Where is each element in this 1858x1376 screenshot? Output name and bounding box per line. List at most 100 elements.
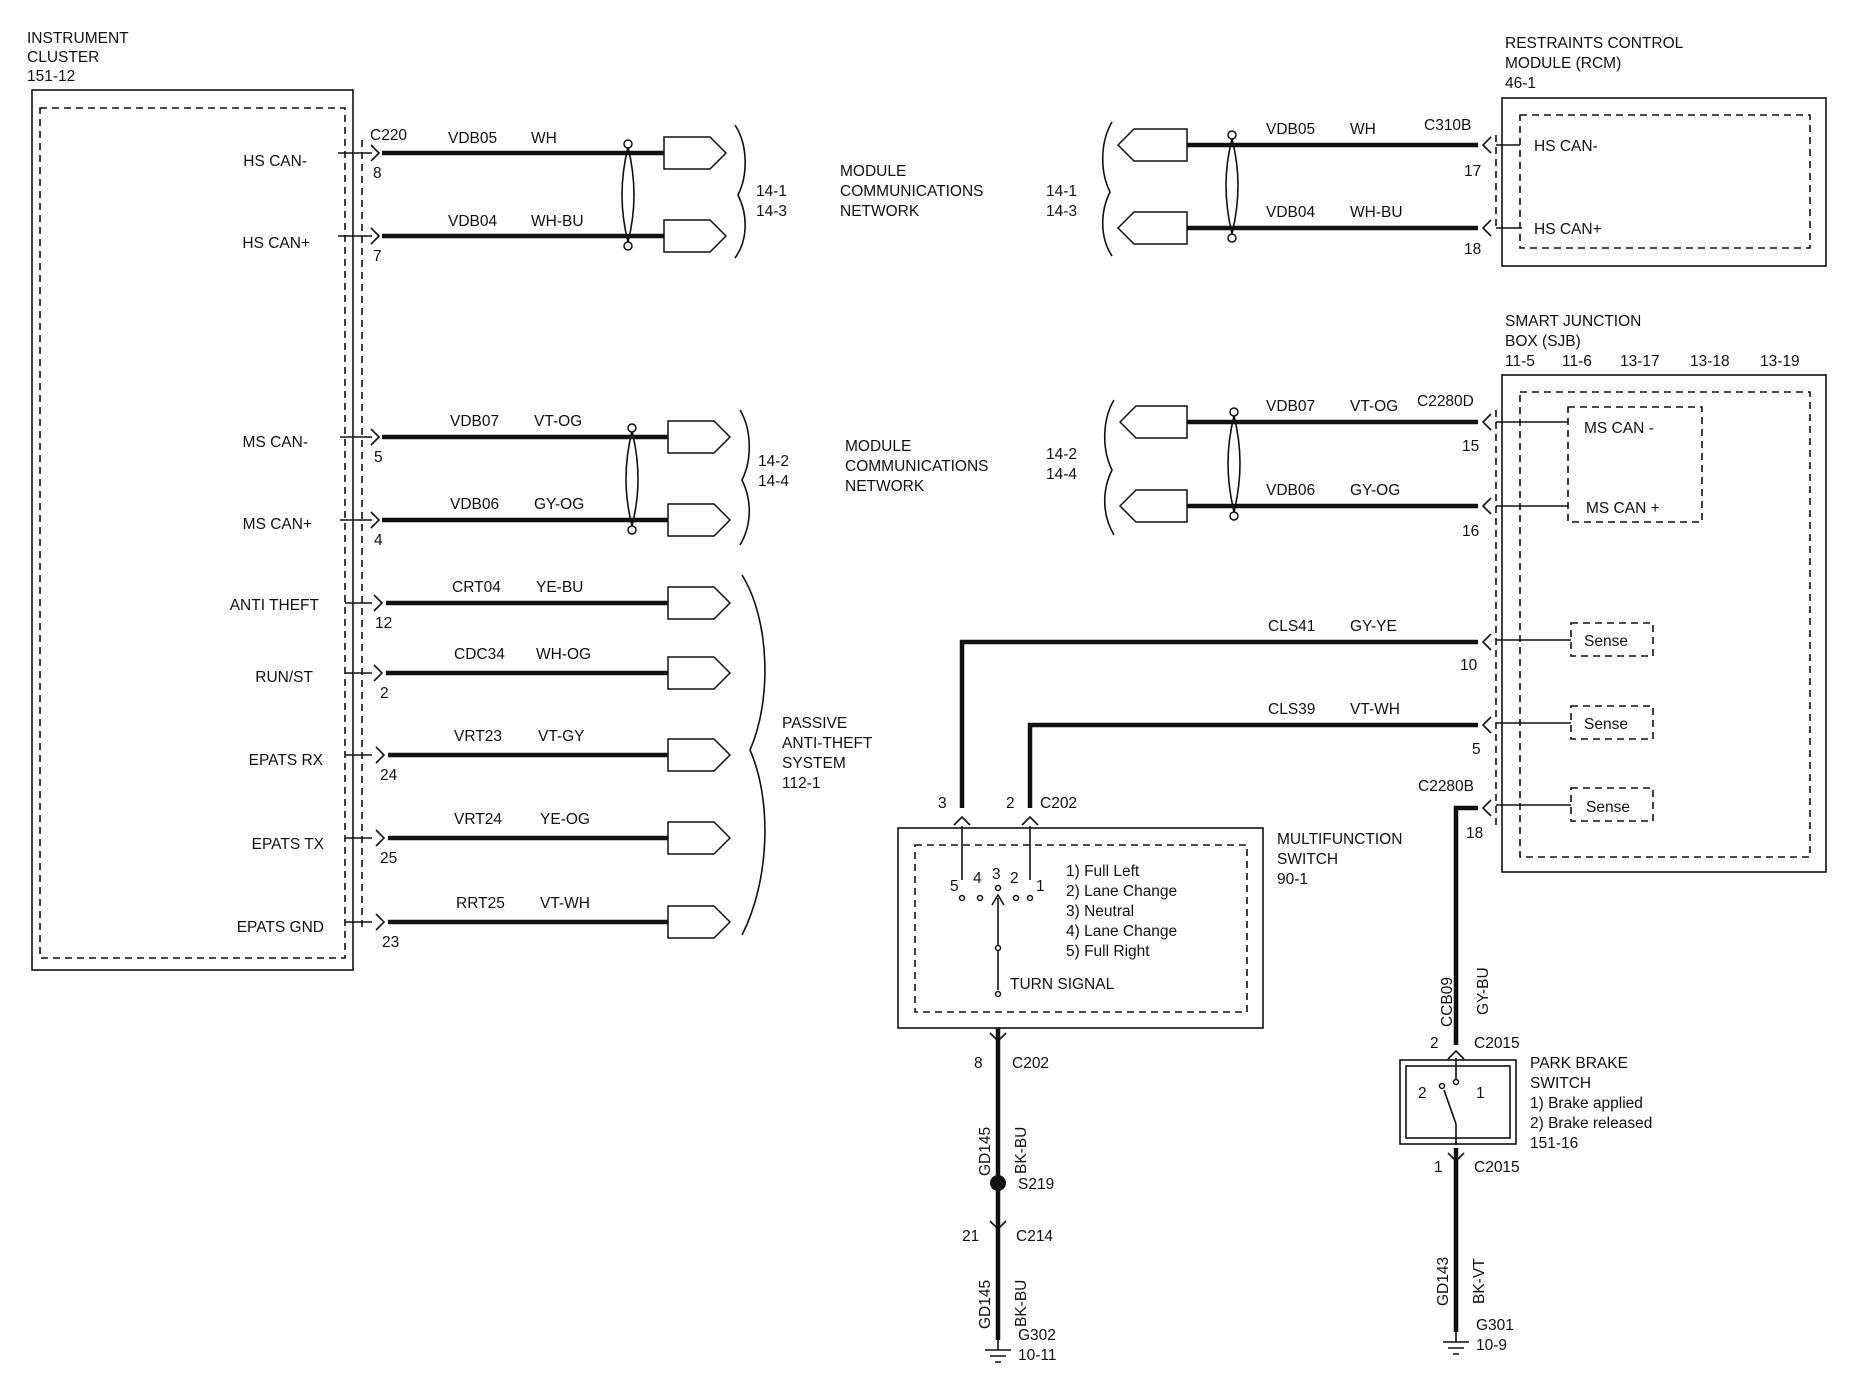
splice-s219 (990, 1175, 1006, 1191)
sense-box-2 (1570, 705, 1654, 740)
rcm-module: RESTRAINTS CONTROL MODULE (RCM) 46-1 HS … (1496, 35, 1827, 267)
ic-pin-23: 23 (382, 934, 399, 951)
color-wh-left: WH (531, 130, 557, 147)
ground-g302-icon (984, 1339, 1012, 1363)
pin-label-ms-can-plus: MS CAN+ (243, 516, 312, 533)
pb-title-2: SWITCH (1530, 1075, 1591, 1092)
turn-signal-label: TURN SIGNAL (1010, 976, 1115, 993)
pb-title-3: 1) Brake applied (1530, 1095, 1643, 1112)
pb-contact-2: 2 (1418, 1085, 1427, 1102)
rcm-title-2: MODULE (RCM) (1505, 55, 1621, 72)
sjb-title-2: BOX (SJB) (1505, 333, 1581, 350)
color-vt-og-right: VT-OG (1350, 398, 1398, 415)
c214-label: C214 (1016, 1228, 1053, 1245)
pb-bottom-pin: 1 (1434, 1159, 1443, 1176)
ms-network-label-2: COMMUNICATIONS (845, 458, 989, 475)
pin-label-ms-can-minus: MS CAN- (243, 434, 308, 451)
pb-inner-outline (1405, 1065, 1511, 1139)
circuit-vrt24: VRT24 (454, 811, 502, 828)
circuit-vrt23: VRT23 (454, 728, 502, 745)
sjb-ref-1: 11-5 (1505, 353, 1535, 370)
sjb-ref-3: 13-17 (1620, 353, 1660, 370)
mfs-bottom-pin: 8 (974, 1055, 983, 1072)
circuit-vdb07-right: VDB07 (1266, 398, 1315, 415)
contact-5: 5 (950, 878, 959, 895)
contact-4: 4 (973, 870, 982, 887)
rcm-outline (1501, 97, 1827, 267)
pin-label-hs-can-plus: HS CAN+ (242, 235, 310, 252)
cluster-title-1: INSTRUMENT (27, 30, 129, 47)
circuit-vdb05-left: VDB05 (448, 130, 497, 147)
color-gy-bu: GY-BU (1475, 967, 1492, 1015)
sense-label-1: Sense (1584, 633, 1628, 650)
sjb-ref-4: 13-18 (1690, 353, 1730, 370)
rcm-title-3: 46-1 (1505, 75, 1536, 92)
circuit-cdc34: CDC34 (454, 646, 505, 663)
c310b-label: C310B (1424, 117, 1471, 134)
mfs-title-2: SWITCH (1277, 851, 1338, 868)
circuit-gd145-lower: GD145 (977, 1280, 994, 1329)
circuit-crt04: CRT04 (452, 579, 501, 596)
sjb-inner-outline (1519, 391, 1811, 858)
rcm-inner-outline (1519, 114, 1811, 249)
sjb-ms-can-plus: MS CAN + (1586, 500, 1660, 517)
pb-bottom-connector: C2015 (1474, 1159, 1520, 1176)
rcm-pin-18: 18 (1464, 241, 1481, 258)
ic-pin-25: 25 (380, 850, 397, 867)
sjb-ref-5: 13-19 (1760, 353, 1800, 370)
color-vt-og-left: VT-OG (534, 413, 582, 430)
circuit-rrt25: RRT25 (456, 895, 505, 912)
sjb-pin-5: 5 (1472, 741, 1481, 758)
position-2: 2) Lane Change (1066, 883, 1177, 900)
rcm-pin-17: 17 (1464, 163, 1481, 180)
c2280b-label: C2280B (1418, 778, 1474, 795)
pb-contact-1: 1 (1476, 1085, 1485, 1102)
pin-label-epats-rx: EPATS RX (249, 752, 324, 769)
pats-label-2: ANTI-THEFT (782, 735, 873, 752)
ms-network-label-3: NETWORK (845, 478, 925, 495)
circuit-vdb06-left: VDB06 (450, 496, 499, 513)
mfs-title-1: MULTIFUNCTION (1277, 831, 1402, 848)
sjb-ms-can-minus: MS CAN - (1584, 420, 1654, 437)
network-labels: MODULE COMMUNICATIONS NETWORK MODULE COM… (782, 163, 989, 792)
mfs-inner-outline (914, 844, 1248, 1013)
hs-ref-left-2: 14-3 (756, 203, 787, 220)
circuit-cls39: CLS39 (1268, 701, 1315, 718)
ms-ref-right-2: 14-4 (1046, 466, 1077, 483)
ms-ref-right-1: 14-2 (1046, 446, 1077, 463)
rcm-pin-label-1: HS CAN- (1534, 138, 1598, 155)
hs-network-label-2: COMMUNICATIONS (840, 183, 984, 200)
instrument-cluster: INSTRUMENT CLUSTER 151-12 C220 HS CAN- H… (27, 30, 407, 971)
position-1: 1) Full Left (1066, 863, 1140, 880)
contact-1: 1 (1036, 878, 1045, 895)
pats-label-4: 112-1 (782, 775, 821, 792)
c2280d-label: C2280D (1417, 393, 1474, 410)
sjb-title-1: SMART JUNCTION (1505, 313, 1641, 330)
left-wire-labels: 8 7 5 4 12 2 24 25 23 VDB05 WH VDB04 WH-… (373, 130, 789, 951)
ms-network-label-1: MODULE (845, 438, 911, 455)
color-ye-bu: YE-BU (536, 579, 583, 596)
g301-label: G301 (1476, 1317, 1514, 1334)
color-wh-bu-right: WH-BU (1350, 204, 1403, 221)
sjb-ref-2: 11-6 (1562, 353, 1592, 370)
sjb-pin-16: 16 (1462, 523, 1479, 540)
ms-ref-left-2: 14-4 (758, 473, 789, 490)
rcm-title-1: RESTRAINTS CONTROL (1505, 35, 1684, 52)
color-bk-bu-upper: BK-BU (1013, 1127, 1030, 1174)
circuit-gd145-upper: GD145 (977, 1127, 994, 1176)
c220-label: C220 (370, 127, 407, 144)
circuit-vdb05-right: VDB05 (1266, 121, 1315, 138)
park-brake-switch: 2 C2015 2 1 PARK BRAKE SWITCH 1) Brake a… (1399, 1035, 1652, 1355)
ms-ref-left-1: 14-2 (758, 453, 789, 470)
right-hs-wires: VDB05 WH C310B 17 VDB04 WH-BU 18 14-1 14… (1046, 117, 1497, 258)
color-gy-og-right: GY-OG (1350, 482, 1400, 499)
pin-label-hs-can-minus: HS CAN- (243, 153, 307, 170)
pin-label-epats-tx: EPATS TX (252, 836, 325, 853)
sjb-outline (1501, 374, 1827, 873)
mfs-bottom-connector: C202 (1012, 1055, 1049, 1072)
color-wh-right: WH (1350, 121, 1376, 138)
position-5: 5) Full Right (1066, 943, 1150, 960)
pin-label-epats-gnd: EPATS GND (237, 919, 324, 936)
color-wh-bu-left: WH-BU (531, 213, 584, 230)
